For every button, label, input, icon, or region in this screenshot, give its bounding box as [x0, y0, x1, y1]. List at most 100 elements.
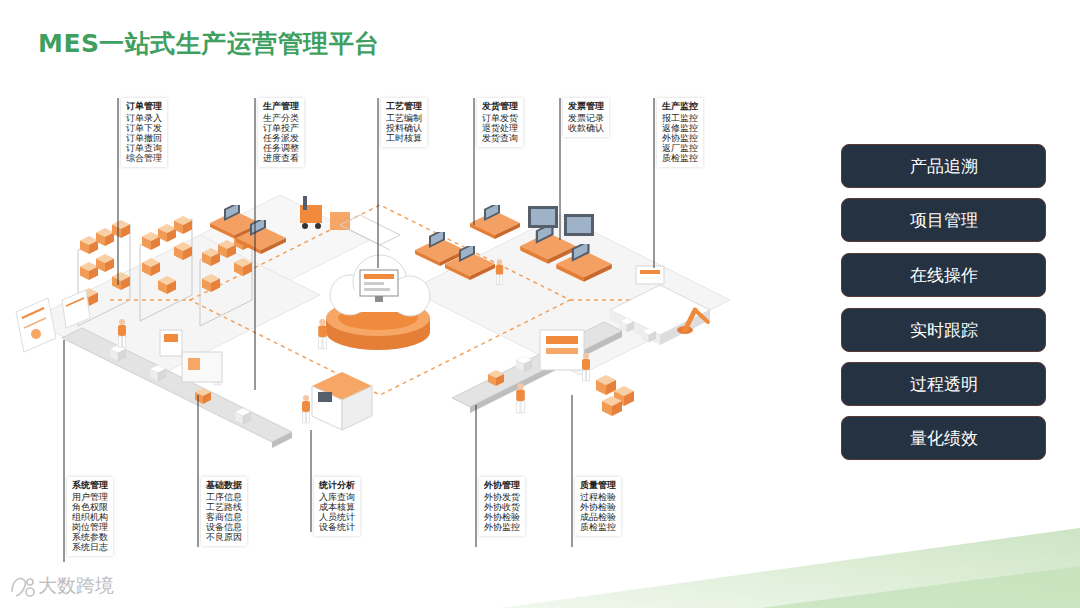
floor-part: [410, 215, 730, 375]
green-band: [500, 528, 1080, 608]
feature-box: 项目管理: [841, 198, 1046, 242]
watermark-icon-part: [12, 579, 25, 597]
robot-cell: [610, 266, 710, 345]
office-desks-part: [567, 217, 591, 233]
conveyor-right: [452, 322, 634, 416]
forklift-area-part: [302, 223, 308, 229]
kiosk-part: [318, 392, 332, 402]
robot-cell-part: [610, 310, 660, 345]
office-desks-part: [531, 209, 555, 225]
conveyor-left-part: [235, 408, 251, 424]
conveyor-left-part: [164, 334, 178, 342]
module-callout: 发票管理发票记录 收款确认: [563, 98, 609, 137]
feature-box: 实时跟踪: [841, 308, 1046, 352]
shelves-part: [202, 248, 220, 266]
conveyor-right-part: [452, 322, 622, 407]
robot-cell-part: [685, 310, 695, 330]
module-callout: 生产管理生产分类 订单投产 任务派发 任务调整 进度查看: [258, 98, 304, 167]
leader-lines-part: [654, 98, 655, 268]
watermark-icon: [12, 579, 34, 597]
leader-lines-part: [64, 340, 65, 562]
robot-cell-part: [642, 328, 656, 342]
feature-text: 项目管理: [910, 209, 978, 232]
feature-text: 量化绩效: [910, 427, 978, 450]
office-desks-part: [556, 240, 612, 282]
green-band-part: [500, 528, 1080, 608]
conveyor-right-part: [546, 336, 578, 344]
shelves-part: [112, 220, 130, 238]
module-heading: 质量管理: [580, 480, 616, 491]
robot-cell-part: [660, 310, 710, 345]
module-items: 订单录入 订单下发 订单撤回 订单查询 综合管理: [126, 113, 162, 163]
cloud-platform-part: [375, 296, 383, 302]
module-heading: 基础数据: [206, 480, 242, 491]
leader-lines-part: [476, 405, 477, 547]
shelves-part: [96, 254, 114, 272]
conveyor-left-part: [118, 319, 126, 347]
feature-box: 过程透明: [841, 362, 1046, 406]
cloud-platform: [318, 255, 430, 350]
office-desks-part: [564, 214, 594, 236]
module-callout: 发货管理订单发货 退货处理 发货查询: [477, 98, 523, 147]
papers-part: [66, 298, 84, 306]
kiosk: [302, 372, 372, 430]
module-heading: 外协管理: [484, 480, 520, 491]
module-heading: 统计分析: [319, 480, 355, 491]
module-heading: 发票管理: [568, 101, 604, 112]
papers-part: [22, 308, 44, 318]
papers-part: [24, 318, 46, 328]
shelves-part: [80, 236, 98, 254]
module-callout: 基础数据工序信息 工艺路线 客商信息 设备信息 不良原因: [201, 477, 247, 546]
module-heading: 工艺管理: [386, 101, 422, 112]
feature-text: 产品追溯: [910, 155, 978, 178]
leader-lines-part: [255, 98, 256, 390]
module-callout: 质量管理过程检验 外协检验 成品检验 质检监控: [575, 477, 621, 536]
conveyor-left-part: [150, 365, 166, 381]
feature-box: 产品追溯: [841, 144, 1046, 188]
module-items: 工艺编制 投料确认 工时核算: [386, 113, 422, 143]
conveyor-left-part: [160, 330, 182, 356]
shelves-part: [218, 240, 236, 258]
module-items: 外协发货 外协收货 外协检验 外协监控: [484, 492, 520, 532]
office-desks-part: [496, 259, 503, 285]
robot-cell-part: [640, 270, 660, 274]
conveyor-left-part: [110, 345, 126, 361]
module-items: 过程检验 外协检验 成品检验 质检监控: [580, 492, 616, 532]
module-items: 订单发货 退货处理 发货查询: [482, 113, 518, 143]
module-callout: 统计分析入库查询 成本核算 人员统计 设备统计: [314, 477, 360, 536]
shelves-part: [158, 276, 176, 294]
feature-text: 在线操作: [910, 264, 978, 287]
forklift-area-part: [303, 196, 307, 210]
module-items: 工序信息 工艺路线 客商信息 设备信息 不良原因: [206, 492, 242, 542]
shelves-part: [202, 274, 220, 292]
floor-part: [200, 195, 370, 280]
shelves-part: [174, 242, 192, 260]
module-items: 用户管理 角色权限 组织机构 岗位管理 系统参数 系统日志: [72, 492, 108, 552]
conveyor-right-part: [516, 383, 525, 413]
feature-text: 实时跟踪: [910, 319, 978, 342]
module-callout: 系统管理用户管理 角色权限 组织机构 岗位管理 系统参数 系统日志: [67, 477, 113, 556]
watermark-icon-part: [27, 579, 33, 585]
conveyor-right-part: [540, 330, 584, 370]
conveyor-right-part: [546, 348, 578, 354]
shelves-part: [80, 262, 98, 280]
conveyor-left-part: [188, 358, 200, 370]
robot-cell-part: [620, 318, 634, 332]
cloud-platform-part: [364, 282, 384, 285]
forklift-area-part: [350, 230, 390, 250]
kiosk-part: [312, 386, 342, 430]
office-desks-part: [470, 201, 520, 239]
module-items: 发票记录 收款确认: [568, 113, 604, 133]
shelves-part: [234, 258, 252, 276]
robot-cell-part: [636, 266, 664, 284]
conveyor-left-part: [182, 352, 222, 382]
cloud-platform-part: [360, 270, 398, 296]
cloud-platform-part: [364, 288, 390, 291]
papers-part: [16, 298, 56, 352]
floor-part: [190, 205, 570, 395]
kiosk-part: [342, 386, 372, 430]
leader-lines-part: [198, 395, 199, 547]
kiosk-part: [302, 395, 310, 423]
leader-lines: [64, 98, 654, 562]
conveyor-right-part: [602, 396, 622, 416]
